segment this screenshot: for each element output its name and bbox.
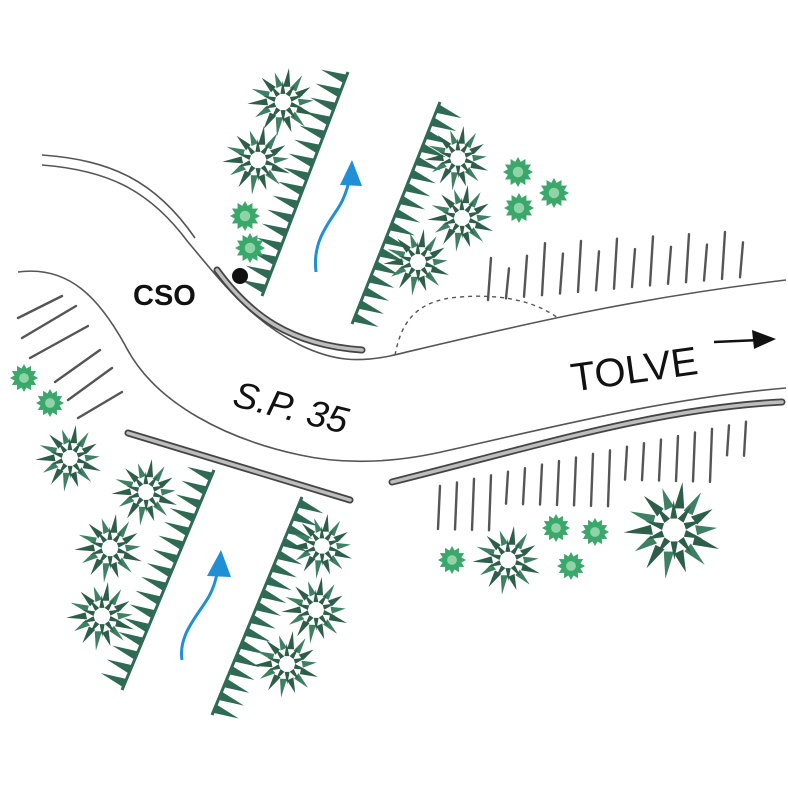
hatch-mark [708, 427, 714, 484]
shrubs [10, 157, 609, 580]
tree-icon [111, 458, 177, 526]
hatch-mark [53, 348, 102, 384]
destination-label: TOLVE [568, 339, 700, 400]
tree-icon [424, 125, 488, 191]
tree-icon [247, 67, 315, 137]
shrub-icon [438, 546, 466, 574]
hatch-left [16, 294, 124, 420]
tree-icon [222, 125, 290, 195]
flow-arrow-upper [313, 160, 362, 273]
shrub-icon [235, 233, 265, 263]
hatch-mark [594, 250, 601, 292]
hatch-mark [657, 438, 663, 482]
tree-icon [472, 525, 540, 595]
shrub-icon [503, 157, 533, 187]
hatch-mark [540, 241, 547, 297]
hatch-mark [521, 466, 527, 506]
tree-icon [427, 184, 493, 252]
flow-arrow-lower [180, 550, 231, 661]
shrub-icon [542, 514, 570, 542]
channel-banks [100, 69, 462, 719]
bank-upper-right [350, 101, 462, 328]
road-label: S.P. 35 [229, 374, 352, 442]
hatch-mark [28, 324, 90, 360]
hatch-mark [576, 239, 583, 294]
hatch-mark [504, 267, 511, 300]
hatch-mark [684, 232, 691, 284]
embankment-upper-left [41, 154, 196, 243]
cso-station-marker[interactable] [232, 268, 248, 284]
guardrail-lower-right [388, 398, 786, 486]
tree-icon [74, 513, 142, 583]
hatch-upper-right [486, 230, 745, 302]
hatch-mark [702, 243, 709, 282]
hatch-mark [720, 230, 727, 281]
destination-arrow-icon [713, 330, 776, 349]
tree-icon [288, 513, 352, 579]
hatch-mark [691, 431, 697, 483]
shrub-icon [230, 201, 260, 231]
hatch-mark [16, 294, 64, 320]
hatch-lower-right [436, 420, 748, 532]
dashed-track [394, 295, 559, 356]
cso-label: CSO [133, 280, 196, 312]
tree-icon [35, 424, 101, 492]
hatch-mark [504, 470, 510, 505]
bank-upper-left [240, 69, 350, 297]
hatch-mark [470, 477, 476, 532]
hatch-mark [612, 237, 619, 290]
shrub-icon [10, 364, 38, 392]
hatch-mark [436, 484, 442, 531]
hatch-mark [725, 424, 731, 457]
tree-icon [66, 581, 134, 651]
hatch-mark [76, 390, 124, 420]
hatch-mark [589, 452, 595, 508]
trees [35, 67, 719, 698]
hatch-mark [20, 304, 78, 340]
hatch-mark [522, 254, 529, 298]
hatch-mark [648, 235, 655, 287]
hatch-mark [738, 241, 745, 279]
hatch-mark [572, 456, 578, 507]
hatch-mark [558, 252, 565, 295]
bank-lower-left [100, 466, 216, 691]
hatch-mark [666, 245, 673, 285]
guardrail-upper [213, 266, 366, 354]
guardrail-lower-left [124, 429, 354, 504]
tree-icon [252, 630, 318, 698]
tree-icon [281, 576, 347, 644]
shrub-icon [504, 193, 534, 223]
hatch-mark [674, 434, 680, 483]
tree-icon [623, 481, 719, 579]
hatch-mark [487, 474, 493, 532]
hatch-mark [623, 445, 629, 481]
hatch-mark [630, 247, 637, 289]
hatch-mark [538, 463, 544, 506]
shrub-icon [581, 518, 609, 546]
shrub-icon [539, 178, 569, 208]
shrub-icon [36, 389, 64, 417]
hatch-mark [453, 481, 459, 531]
hatch-mark [640, 441, 646, 482]
bank-lower-right [210, 496, 324, 719]
tree-icon [383, 228, 449, 296]
shrub-icon [557, 552, 585, 580]
hatch-mark [66, 366, 114, 402]
hatch-mark [486, 256, 493, 302]
hatch-mark [555, 459, 561, 507]
hatch-mark [742, 420, 748, 457]
hatch-mark [606, 449, 612, 508]
